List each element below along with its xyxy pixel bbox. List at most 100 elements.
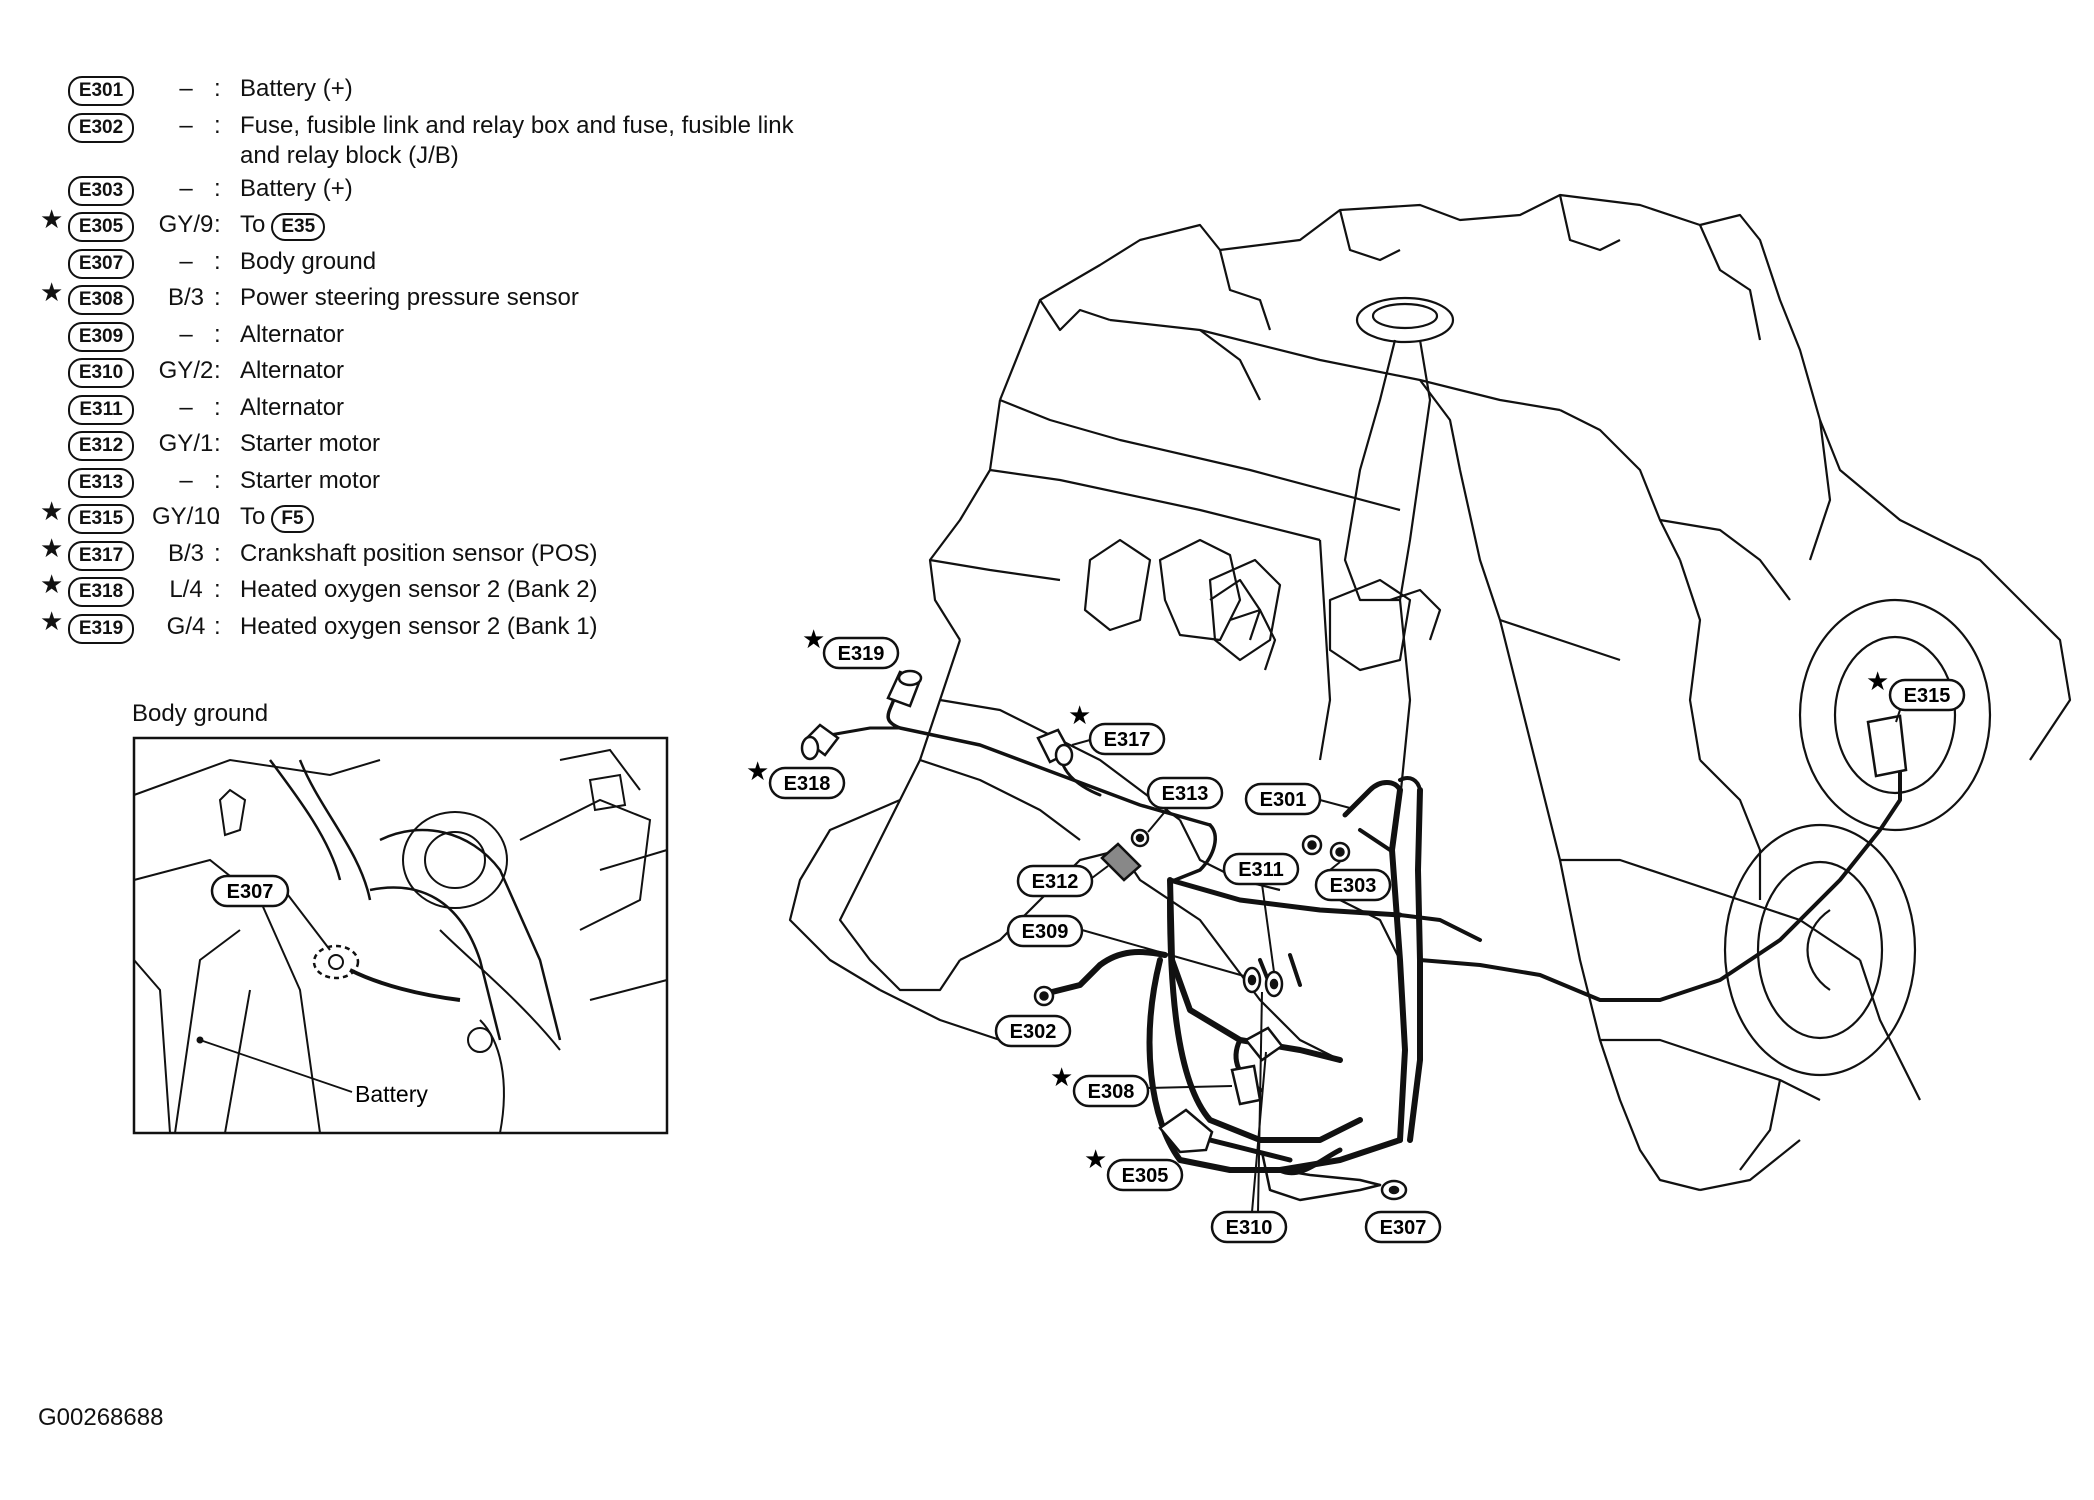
svg-text:E301: E301 xyxy=(1260,789,1307,811)
connector-badge: E305 xyxy=(68,212,134,242)
wire-code: – xyxy=(179,466,193,494)
star-icon: ★ xyxy=(1050,1062,1073,1092)
legend-row: E309 – : Alternator xyxy=(40,320,940,357)
wire-code: L/4 xyxy=(169,576,203,603)
engine-label-e311: E311 xyxy=(1222,852,1300,973)
star-icon: ★ xyxy=(1866,666,1889,696)
e315-connector xyxy=(1866,714,1908,778)
wire-code: – xyxy=(179,75,193,102)
connector-badge: E307 xyxy=(68,248,134,279)
star-icon: ★ xyxy=(1068,700,1091,730)
wire-code: GY/10 xyxy=(151,503,221,530)
svg-text:E310: E310 xyxy=(1226,1217,1273,1239)
engine-label-e310: E310 xyxy=(1210,991,1288,1244)
wire-code: G/4 xyxy=(166,612,206,640)
ref-connector-badge: E35 xyxy=(271,213,326,241)
wire-code: GY/9 xyxy=(158,211,214,238)
engine-label-e309: E309 xyxy=(1006,914,1245,977)
engine-label-e307: E307 xyxy=(1364,1210,1442,1244)
legend-row: ★ E319 G/4 : Heated oxygen sensor 2 (Ban… xyxy=(40,606,940,649)
connector-badge: E301 xyxy=(68,76,134,106)
legend-row: E307 – : Body ground xyxy=(40,247,940,284)
engine-outline xyxy=(788,193,2072,1192)
legend-row: E301 – : Battery (+) xyxy=(40,74,940,111)
star-icon: ★ xyxy=(746,756,769,786)
wiring-harness xyxy=(828,692,1902,1202)
svg-text:E302: E302 xyxy=(1010,1021,1057,1043)
connector-description: Fuse, fusible link and relay box and fus… xyxy=(240,111,794,169)
wire-code: – xyxy=(179,247,193,275)
svg-text:E317: E317 xyxy=(1104,729,1151,751)
connectors xyxy=(800,669,1908,1201)
connector-description: Crankshaft position sensor (POS) xyxy=(240,539,598,567)
connector-badge: E308 xyxy=(68,285,134,315)
legend-row: E313 – : Starter motor xyxy=(40,466,940,503)
body-ground-inset xyxy=(132,736,669,1135)
svg-text:E318: E318 xyxy=(784,773,831,795)
svg-text:E309: E309 xyxy=(1022,921,1069,943)
legend-row: E303 – : Battery (+) xyxy=(40,174,940,211)
inset-title: Body ground xyxy=(132,700,269,727)
legend-row: ★ E317 B/3 : Crankshaft position sensor … xyxy=(40,533,940,576)
wire-code: – xyxy=(179,111,193,139)
star-icon: ★ xyxy=(40,532,64,563)
ground-bolt-highlight xyxy=(312,944,360,980)
wire-code: – xyxy=(179,320,193,348)
star-icon: ★ xyxy=(802,624,825,654)
e312-connector xyxy=(1100,842,1142,882)
connector-description: Alternator xyxy=(240,320,345,348)
connector-badge: E312 xyxy=(68,431,134,461)
connector-description: Starter motor xyxy=(240,466,381,494)
connector-badge: E319 xyxy=(68,613,134,644)
connector-badge: E302 xyxy=(68,112,134,143)
star-icon: ★ xyxy=(1084,1144,1107,1174)
connector-badge: E309 xyxy=(68,321,134,352)
connector-badge: E313 xyxy=(68,467,134,498)
connector-description: Alternator xyxy=(240,393,345,421)
engine-label-e317: E317 ★ xyxy=(1068,700,1166,756)
connector-badge: E318 xyxy=(68,577,134,607)
inset-label-battery: Battery xyxy=(355,1081,428,1107)
ref-connector-badge: F5 xyxy=(271,505,314,533)
legend-row: ★ E308 B/3 : Power steering pressure sen… xyxy=(40,277,940,320)
wire-code: B/3 xyxy=(167,539,205,567)
engine-label-e308: E308 ★ xyxy=(1050,1062,1233,1108)
e308-connector xyxy=(1230,1064,1262,1106)
engine-label-e315: E315 ★ xyxy=(1866,666,1966,723)
legend-row: E312 GY/1 : Starter motor xyxy=(40,429,940,466)
connector-badge: E310 xyxy=(68,358,134,388)
connector-description: Battery (+) xyxy=(240,174,353,202)
svg-text:E307: E307 xyxy=(227,881,274,903)
wire-code: – xyxy=(179,393,193,421)
connector-description: Heated oxygen sensor 2 (Bank 2) xyxy=(240,576,598,603)
wire-code: GY/2 xyxy=(158,357,214,384)
inset-label-e307: E307 xyxy=(210,874,331,951)
svg-text:E319: E319 xyxy=(838,643,885,665)
engine-label-e312: E312 xyxy=(1016,864,1109,898)
svg-text:E308: E308 xyxy=(1088,1081,1135,1103)
connector-badge: E311 xyxy=(68,394,134,425)
figure-id: G00268688 xyxy=(38,1404,164,1431)
star-icon: ★ xyxy=(40,569,64,599)
svg-text:E307: E307 xyxy=(1380,1217,1427,1239)
wire-code: B/3 xyxy=(167,284,205,311)
e310-connector xyxy=(1244,1026,1284,1062)
inset-frame xyxy=(132,736,669,1135)
engine-label-e313: E313 xyxy=(1146,776,1224,833)
legend-row: E311 – : Alternator xyxy=(40,393,940,430)
engine-label-e319: E319 ★ xyxy=(802,624,900,670)
connector-description: Heated oxygen sensor 2 (Bank 1) xyxy=(240,612,598,640)
connector-description: Alternator xyxy=(240,357,345,384)
wire-code: – xyxy=(179,174,193,202)
legend-row: E310 GY/2 : Alternator xyxy=(40,356,940,393)
star-icon: ★ xyxy=(40,277,64,307)
engine-label-e301: E301 xyxy=(1244,782,1351,816)
engine-label-e302: E302 xyxy=(994,1014,1072,1048)
engine-label-e305: E305 ★ xyxy=(1084,1144,1184,1192)
svg-text:E311: E311 xyxy=(1238,859,1284,881)
